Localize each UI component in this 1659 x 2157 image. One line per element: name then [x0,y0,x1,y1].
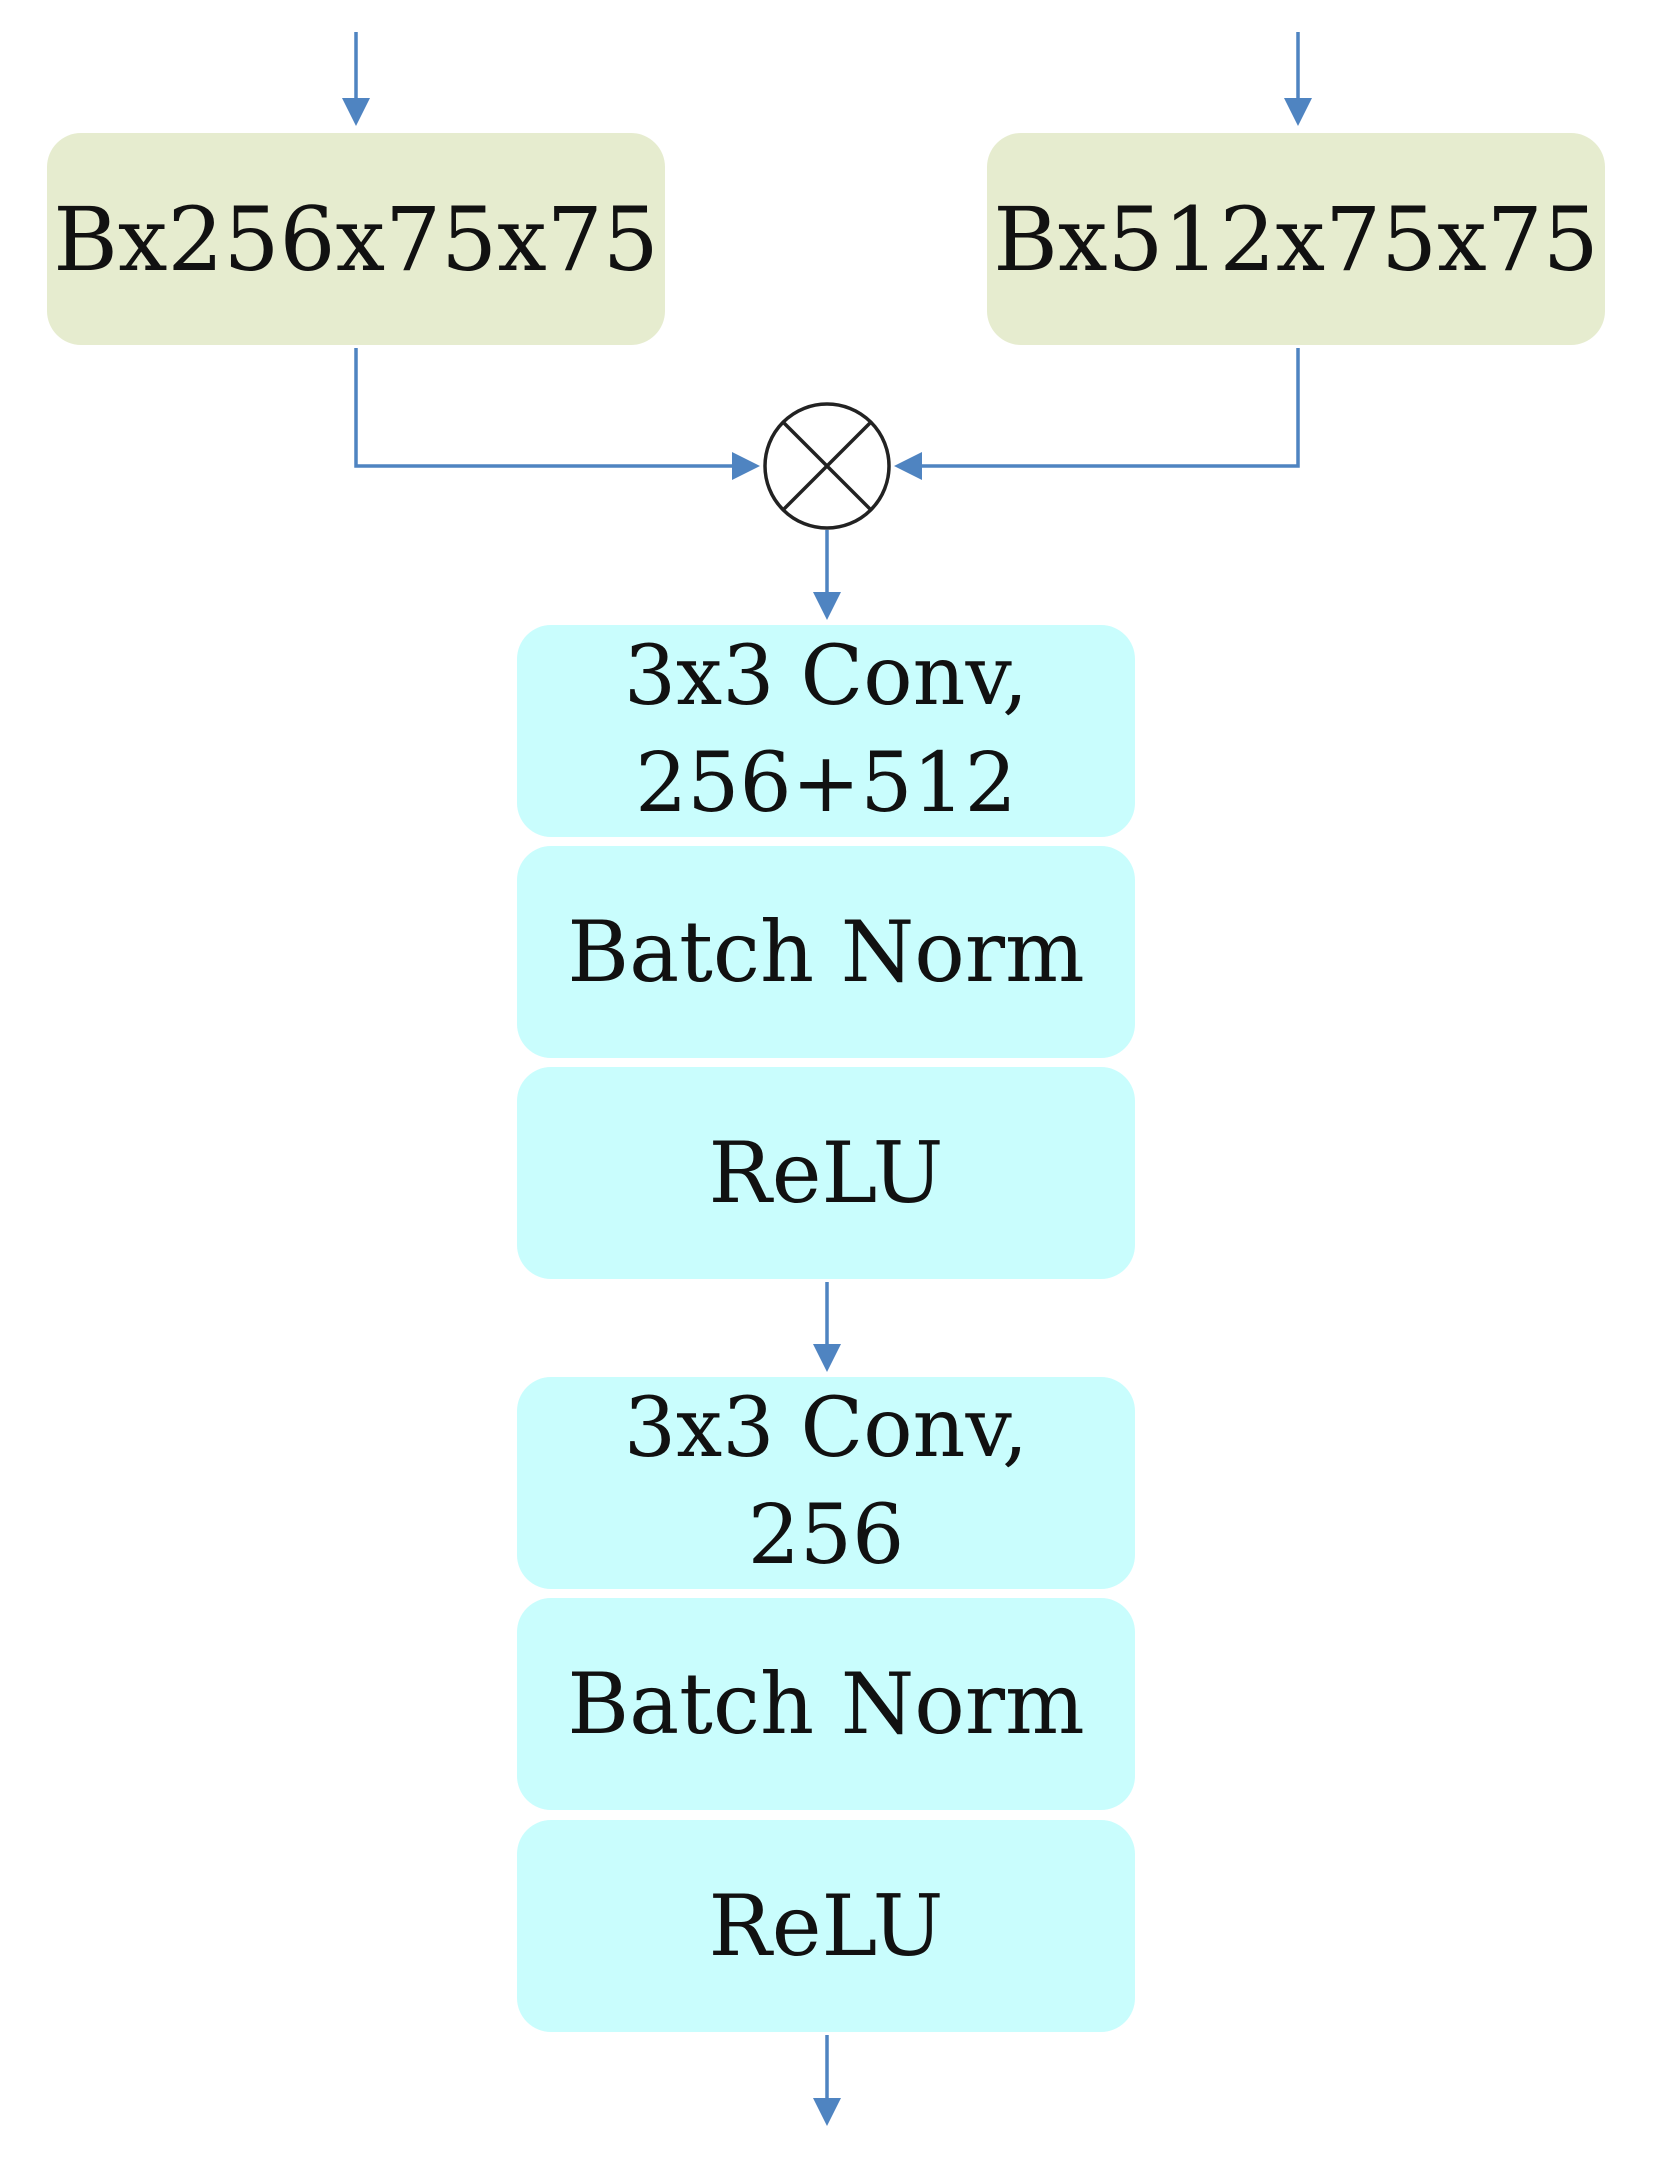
batchnorm-layer-2: Batch Norm [517,1598,1135,1810]
input-tensor-left-label: Bx256x75x75 [53,187,659,291]
batchnorm-layer-2-label: Batch Norm [567,1654,1085,1753]
connector-left-to-merge [354,348,736,468]
relu-layer-2: ReLU [517,1820,1135,2032]
arrowhead-left-merge [732,452,760,480]
arrowhead-right-merge [894,452,922,480]
input-tensor-right: Bx512x75x75 [987,133,1605,345]
conv-layer-2: 3x3 Conv, 256 [517,1377,1135,1589]
conv-layer-2-label: 3x3 Conv, 256 [623,1381,1029,1583]
arrowhead-conv2 [813,1344,841,1372]
relu-layer-1: ReLU [517,1067,1135,1279]
input-tensor-right-label: Bx512x75x75 [993,187,1599,291]
arrowhead-conv1 [813,592,841,620]
arrowhead-output [813,2098,841,2126]
relu-layer-1-label: ReLU [708,1123,944,1222]
relu-layer-2-label: ReLU [708,1876,944,1975]
batchnorm-layer-1: Batch Norm [517,846,1135,1058]
batchnorm-layer-1-label: Batch Norm [567,902,1085,1001]
input-tensor-left: Bx256x75x75 [47,133,665,345]
conv-layer-1-label: 3x3 Conv, 256+512 [623,629,1029,831]
arrowhead-right-input [1284,98,1312,126]
connector-right-to-merge [918,348,1300,468]
conv-layer-1: 3x3 Conv, 256+512 [517,625,1135,837]
arrowhead-left-input [342,98,370,126]
multiply-operator-icon [763,402,891,530]
